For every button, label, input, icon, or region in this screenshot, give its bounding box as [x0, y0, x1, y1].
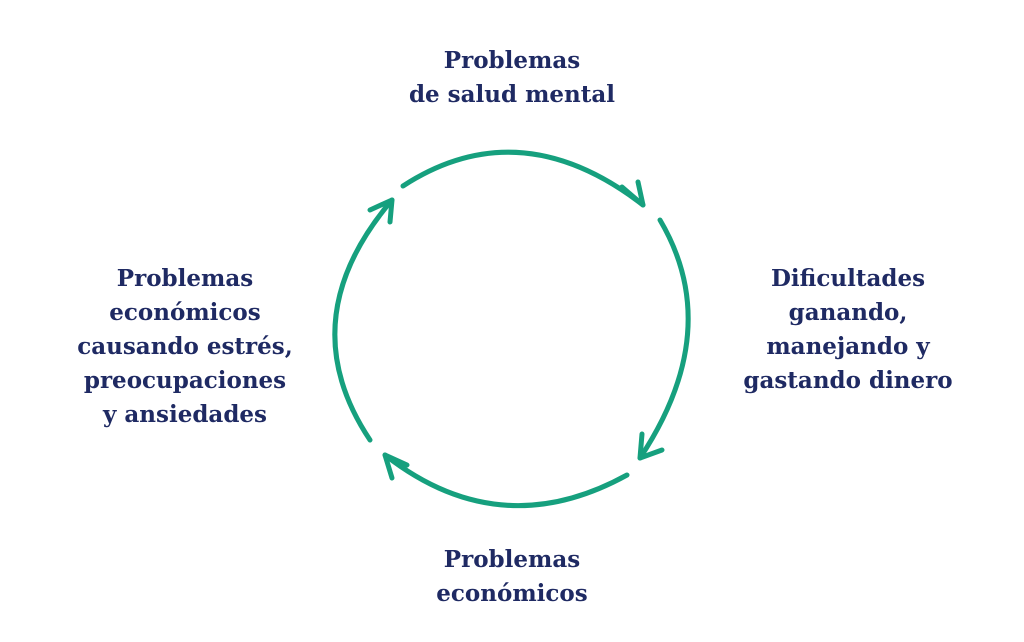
node-left-line: y ansiedades: [103, 401, 267, 428]
node-right-line: gastando dinero: [743, 367, 953, 394]
node-bottom-economic-problems: Problemas económicos: [372, 543, 652, 611]
node-top-line: de salud mental: [408, 81, 616, 108]
node-left-line: Problemas: [116, 265, 254, 292]
node-left-economic-stress: Problemas económicos causando estrés, pr…: [60, 262, 310, 432]
node-bottom-line: económicos: [436, 580, 588, 607]
arrowhead-bottom-icon: [382, 452, 410, 481]
node-left-line: preocupaciones: [83, 367, 287, 394]
node-right-line: ganando,: [788, 299, 908, 326]
arrowhead-right-icon: [637, 431, 665, 461]
node-top-line: Problemas: [443, 47, 581, 74]
arrowhead-top-icon: [619, 179, 646, 208]
arc-right-arrow: [637, 217, 691, 461]
node-left-line: causando estrés,: [77, 333, 293, 360]
arc-top-arrow: [400, 149, 646, 208]
arc-bottom-arrow: [382, 452, 630, 509]
node-right-money-difficulties: Dificultades ganando, manejando y gastan…: [724, 262, 972, 398]
arrowhead-left-icon: [367, 197, 395, 225]
node-right-line: Dificultades: [770, 265, 926, 292]
arc-left-arrow: [332, 197, 395, 443]
node-left-line: económicos: [109, 299, 261, 326]
node-right-line: manejando y: [766, 333, 930, 360]
node-bottom-line: Problemas: [443, 546, 581, 573]
node-top-mental-health: Problemas de salud mental: [372, 44, 652, 112]
